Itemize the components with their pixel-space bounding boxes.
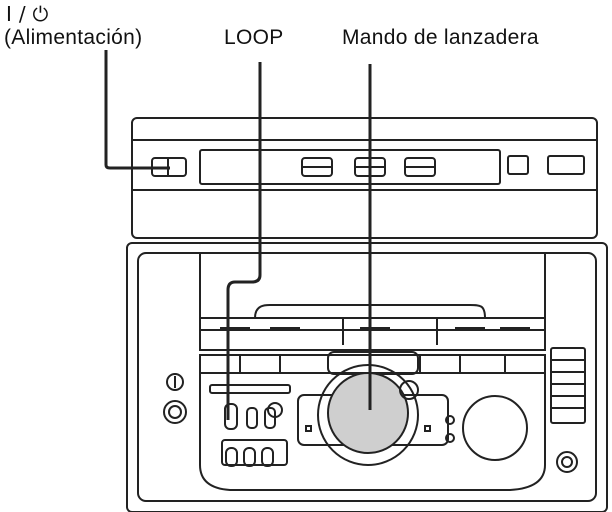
left-side-controls [163,373,187,424]
loop-callout-label: LOOP [224,26,284,49]
bottom-unit [126,242,608,512]
top-unit [131,117,598,239]
right-controls [445,347,586,473]
callout-lines [104,50,372,420]
shuttle-knob-assembly [297,364,449,466]
left-panel-buttons [209,384,291,467]
shuttle-callout-label: Mando de lanzadera [342,26,539,49]
power-callout-label: (Alimentación) [4,26,143,49]
top-buttons [151,155,585,177]
power-callout-line [104,50,170,170]
shuttle-knob [327,372,409,454]
loop-callout-line [226,62,262,420]
power-symbol-label: I / ⏻ [6,2,49,26]
